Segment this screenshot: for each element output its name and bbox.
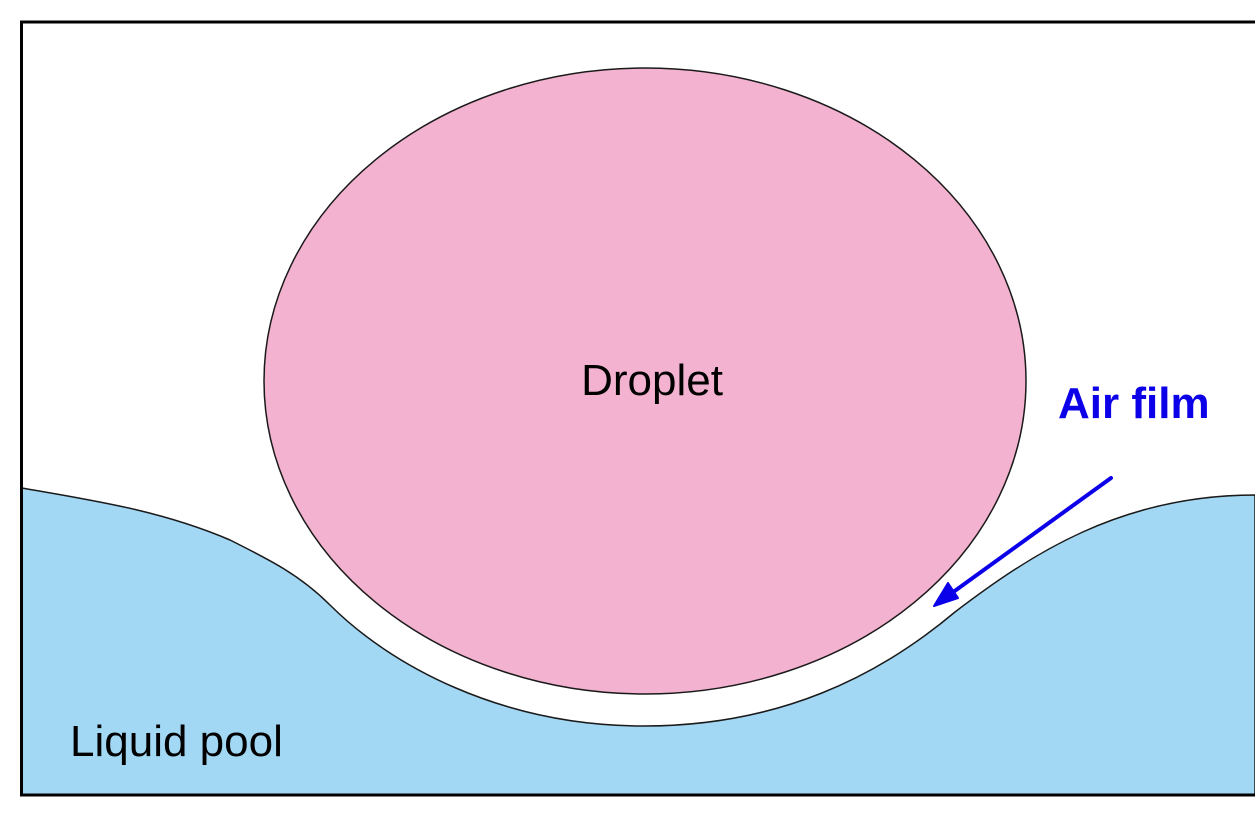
air-film-arrow [933,476,1113,607]
liquid-pool [21,487,1255,796]
droplet [263,67,1027,695]
liquid-pool-label: Liquid pool [70,717,283,766]
arrowhead-icon [933,582,959,607]
air-film-label: Air film [1058,379,1210,428]
frame-border [20,20,1255,797]
air-film [300,560,940,712]
droplet-label: Droplet [581,356,723,405]
